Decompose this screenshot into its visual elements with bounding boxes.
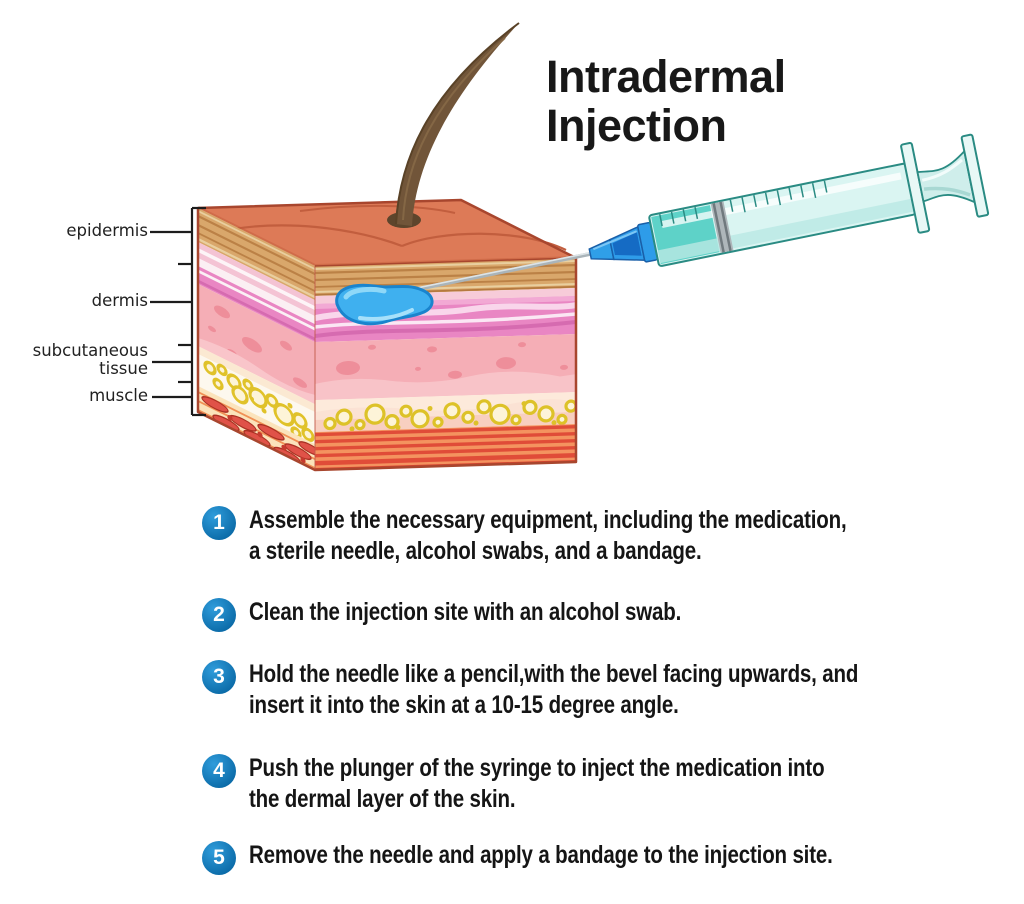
syringe-barrel [648, 162, 917, 267]
step-item: 4 Push the plunger of the syringe to inj… [202, 754, 1024, 815]
step-item: 3 Hold the needle like a pencil,with the… [202, 660, 1024, 721]
step-item: 2 Clean the injection site with an alcoh… [202, 598, 1024, 632]
page-title: Intradermal Injection [546, 51, 786, 151]
hair-strand [387, 22, 520, 228]
step-item: 5 Remove the needle and apply a bandage … [202, 841, 1024, 875]
step-item: 1 Assemble the necessary equipment, incl… [202, 506, 1024, 567]
step-number-badge: 4 [202, 754, 236, 788]
label-dermis: dermis [91, 291, 148, 310]
step-text: Assemble the necessary equipment, includ… [249, 506, 847, 565]
syringe-plunger [900, 133, 990, 234]
label-muscle: muscle [89, 386, 148, 405]
step-number-badge: 1 [202, 506, 236, 540]
step-text: Clean the injection site with an alcohol… [249, 598, 682, 626]
step-number-badge: 3 [202, 660, 236, 694]
label-epidermis: epidermis [66, 221, 148, 240]
step-number-badge: 2 [202, 598, 236, 632]
label-subcutaneous-tissue: subcutaneous tissue [32, 341, 148, 378]
step-number-badge: 5 [202, 841, 236, 875]
skin-left-face [198, 208, 315, 470]
step-text: Hold the needle like a pencil,with the b… [249, 660, 859, 719]
needle-hub [588, 221, 659, 263]
medication-blob [335, 283, 434, 326]
skin-block-outline [196, 198, 578, 472]
step-text: Push the plunger of the syringe to injec… [249, 754, 825, 813]
step-text: Remove the needle and apply a bandage to… [249, 841, 833, 869]
layer-bracket [150, 206, 206, 417]
